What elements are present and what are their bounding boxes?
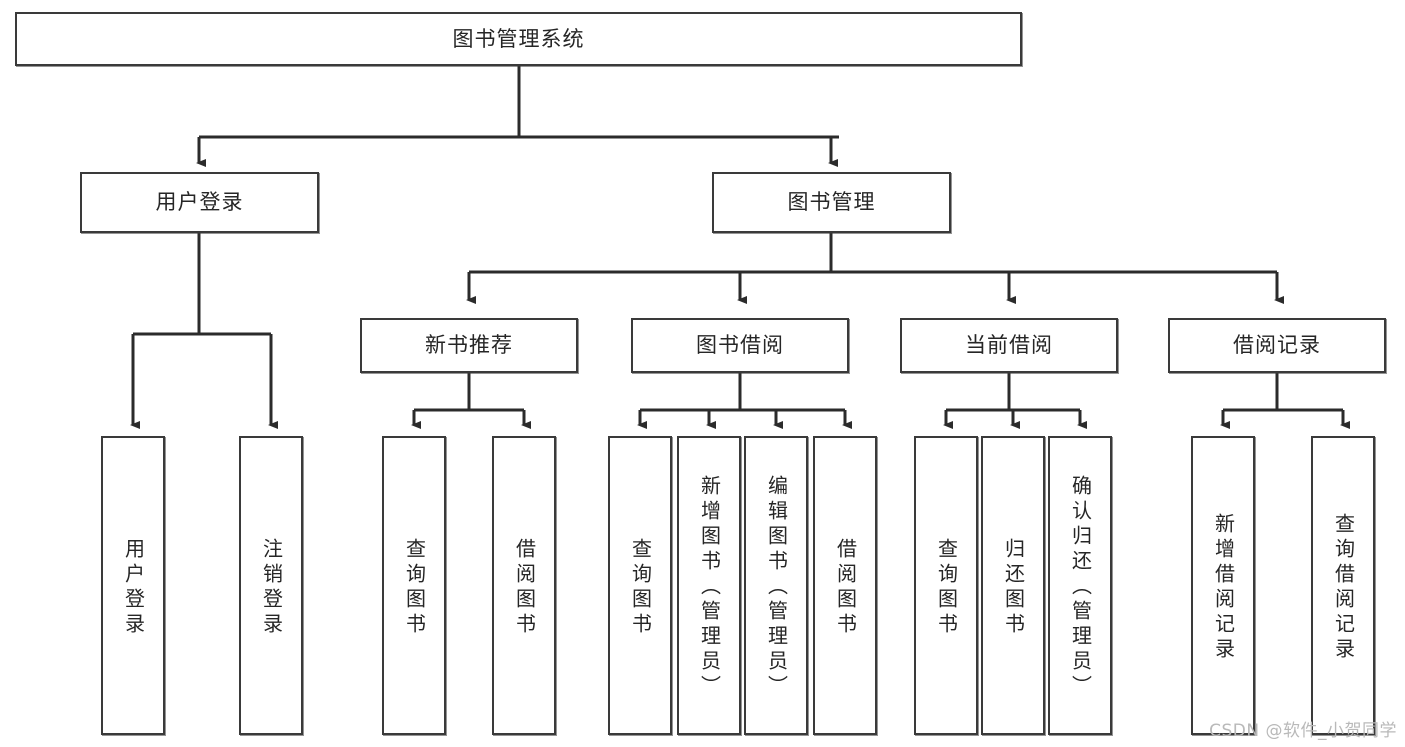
- node-book-management[interactable]: 图书管理: [712, 172, 951, 233]
- leaf-book-borrow-borrow-book[interactable]: 借阅图书: [813, 436, 877, 735]
- node-label: 查询图书: [934, 537, 959, 638]
- leaf-book-borrow-add-book-admin[interactable]: 新增图书（管理员）: [677, 436, 741, 735]
- node-current-borrow[interactable]: 当前借阅: [900, 318, 1118, 373]
- leaf-current-borrow-confirm-return-admin[interactable]: 确认归还（管理员）: [1048, 436, 1112, 735]
- node-label: 查询图书: [628, 537, 653, 638]
- node-label: 查询图书: [402, 537, 427, 638]
- leaf-borrow-record-query-record[interactable]: 查询借阅记录: [1311, 436, 1375, 735]
- node-label: 编辑图书（管理员）: [764, 475, 789, 700]
- node-label: 查询借阅记录: [1331, 512, 1356, 663]
- node-label: 新增图书（管理员）: [697, 475, 722, 700]
- leaf-user-login-login[interactable]: 用户登录: [101, 436, 165, 735]
- node-new-book-recommend[interactable]: 新书推荐: [360, 318, 578, 373]
- node-label: 图书借阅: [696, 333, 784, 358]
- leaf-book-borrow-query-book[interactable]: 查询图书: [608, 436, 672, 735]
- node-label: 用户登录: [121, 537, 146, 638]
- leaf-current-borrow-return-book[interactable]: 归还图书: [981, 436, 1045, 735]
- node-borrow-record[interactable]: 借阅记录: [1168, 318, 1386, 373]
- leaf-borrow-record-add-record[interactable]: 新增借阅记录: [1191, 436, 1255, 735]
- node-label: 新书推荐: [425, 333, 513, 358]
- node-label: 借阅记录: [1233, 333, 1321, 358]
- csdn-watermark: CSDN @软件_小贺同学: [1209, 721, 1397, 741]
- node-label: 新增借阅记录: [1211, 512, 1236, 663]
- node-book-borrow[interactable]: 图书借阅: [631, 318, 849, 373]
- leaf-new-book-borrow-book[interactable]: 借阅图书: [492, 436, 556, 735]
- node-label: 当前借阅: [965, 333, 1053, 358]
- leaf-user-login-logout[interactable]: 注销登录: [239, 436, 303, 735]
- node-label: 注销登录: [259, 537, 284, 638]
- node-label: 归还图书: [1001, 537, 1026, 638]
- leaf-book-borrow-edit-book-admin[interactable]: 编辑图书（管理员）: [744, 436, 808, 735]
- leaf-new-book-query-book[interactable]: 查询图书: [382, 436, 446, 735]
- node-label: 借阅图书: [833, 537, 858, 638]
- node-user-login[interactable]: 用户登录: [80, 172, 319, 233]
- node-label: 用户登录: [155, 190, 244, 215]
- node-root-book-management-system[interactable]: 图书管理系统: [15, 12, 1022, 66]
- node-label: 图书管理: [787, 190, 876, 215]
- node-label: 借阅图书: [512, 537, 537, 638]
- node-label: 确认归还（管理员）: [1068, 475, 1093, 700]
- leaf-current-borrow-query-book[interactable]: 查询图书: [914, 436, 978, 735]
- node-label: 图书管理系统: [452, 26, 585, 51]
